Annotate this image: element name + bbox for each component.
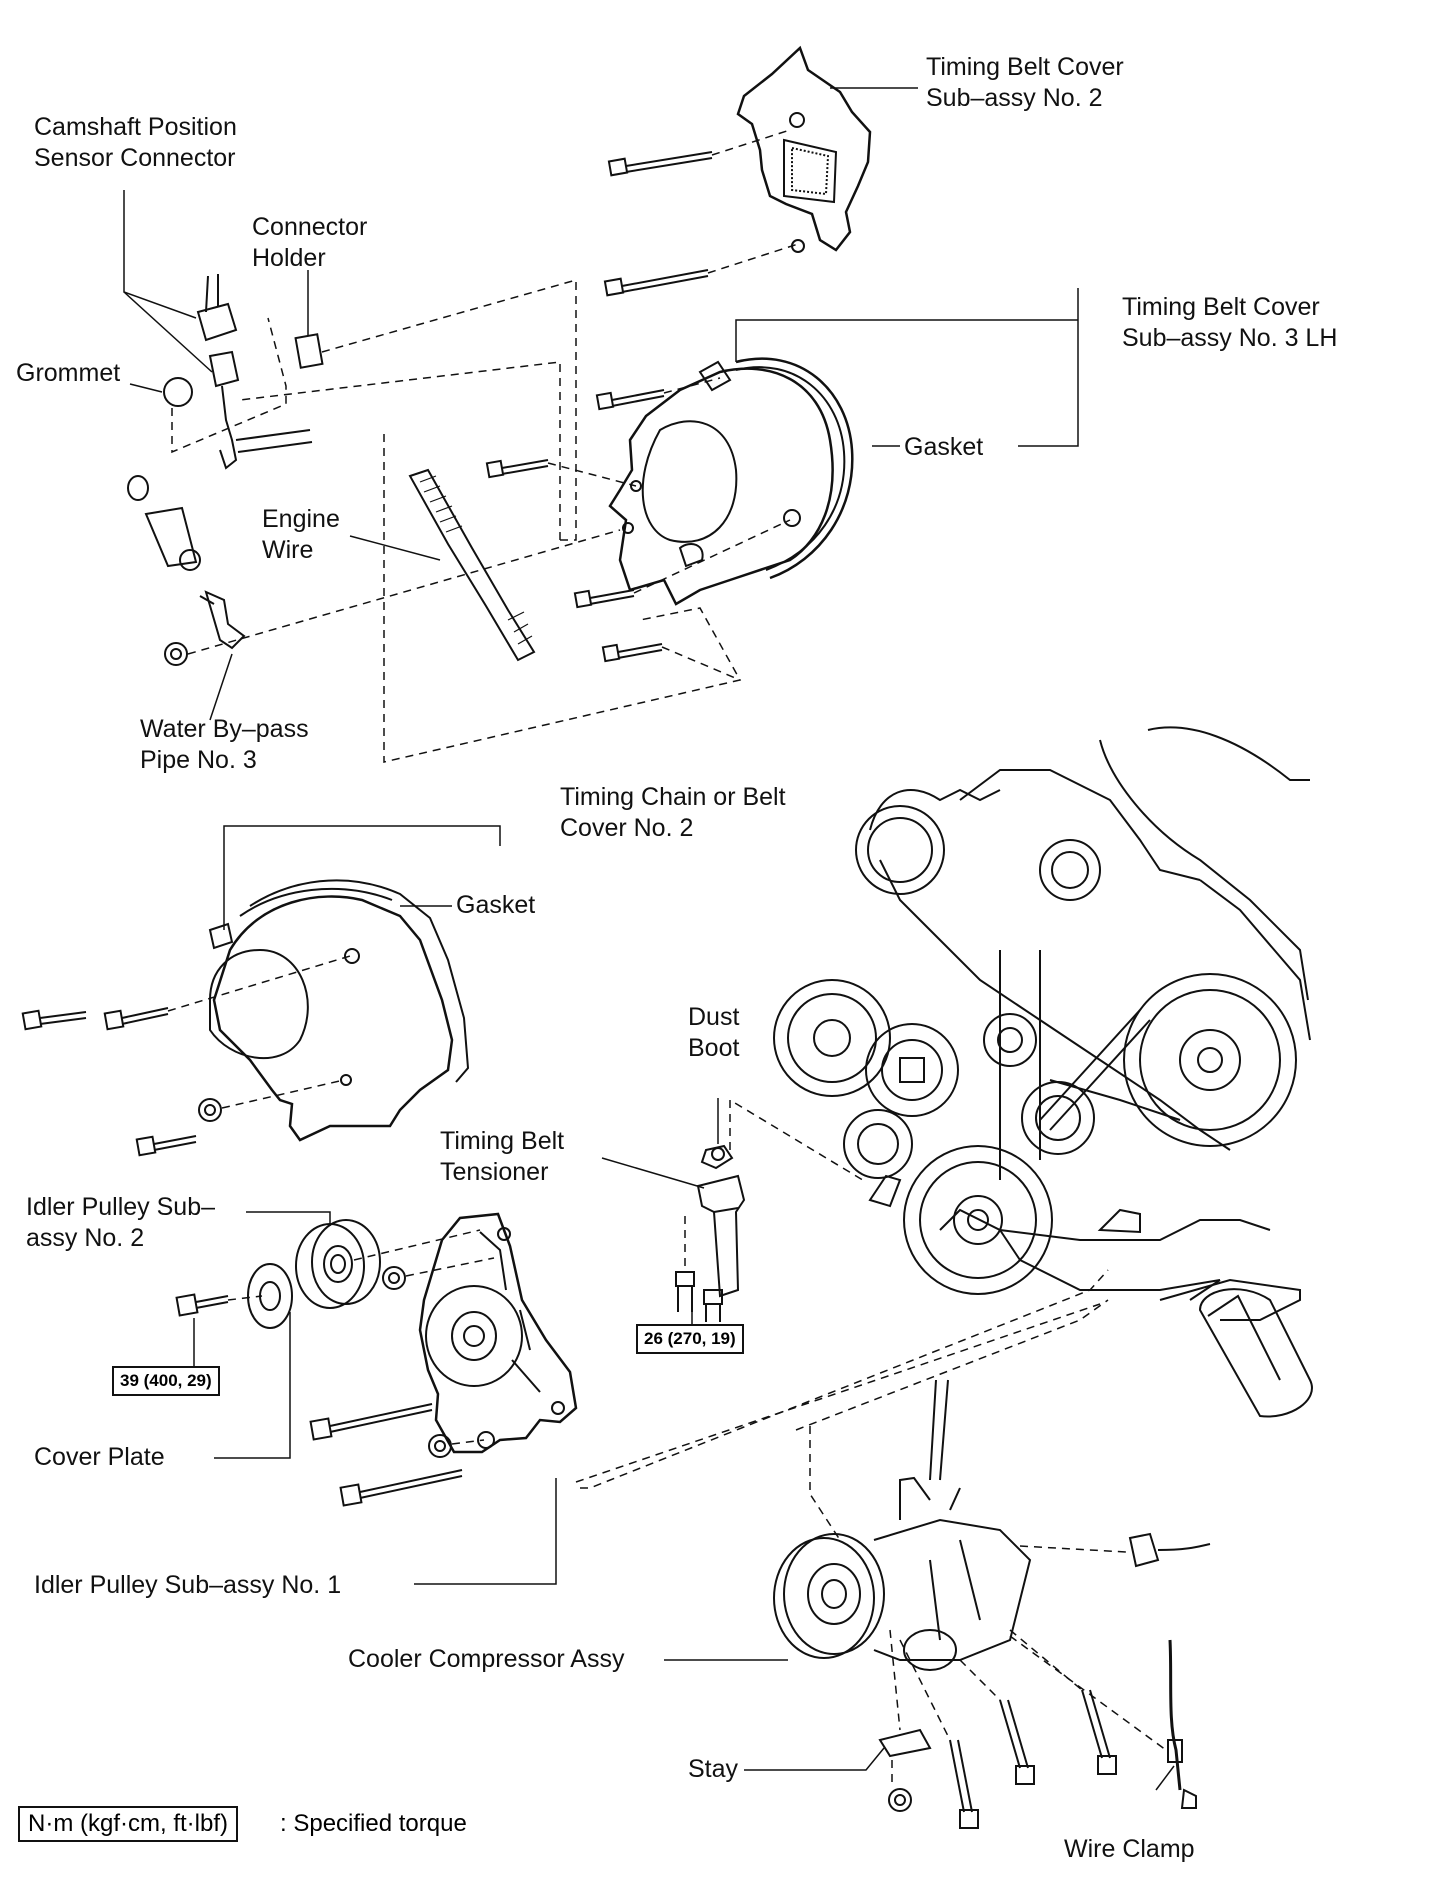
label-gasket-middle: Gasket <box>456 891 536 919</box>
label-wire-clamp: Wire Clamp <box>1064 1835 1195 1863</box>
label-idler-pulley-no2: Idler Pulley Sub– assy No. 2 <box>26 1193 216 1252</box>
legend-torque-description: : Specified torque <box>280 1810 467 1837</box>
wire-clamp <box>1168 1640 1196 1808</box>
timing-belt-cover-no2 <box>738 48 870 252</box>
tensioner-bolt-1 <box>676 1216 694 1312</box>
bolt-cover3-1 <box>597 378 720 409</box>
engine-block <box>774 727 1312 1416</box>
nut-pipe <box>165 643 187 665</box>
bolt-idler <box>177 1295 262 1316</box>
compressor-bolt-1 <box>900 1640 978 1828</box>
label-cooler-compressor-assy: Cooler Compressor Assy <box>348 1645 625 1673</box>
label-water-bypass-pipe: Water By–pass Pipe No. 3 <box>140 715 309 774</box>
engine-wire <box>410 470 534 660</box>
idler-pulley-no1-bracket <box>420 1214 576 1452</box>
compressor-connector <box>1130 1534 1210 1566</box>
timing-belt-cover-middle <box>210 880 468 1140</box>
label-camshaft-position-sensor-connector: Camshaft Position Sensor Connector <box>34 113 237 172</box>
camshaft-sensor-connector <box>198 274 312 468</box>
label-grommet: Grommet <box>16 359 121 387</box>
label-stay: Stay <box>688 1755 739 1783</box>
timing-belt-tensioner <box>698 1176 744 1296</box>
bolt-bracket-long-1 <box>311 1404 432 1439</box>
nut-bracket <box>429 1435 484 1457</box>
bolt-bracket-long-2 <box>341 1470 462 1505</box>
bolt-cover3-3 <box>575 520 790 607</box>
label-timing-belt-cover-no3-lh: Timing Belt Cover Sub–assy No. 3 LH <box>1122 293 1338 352</box>
bolt-cover2-upper <box>609 130 790 175</box>
legend-torque-unit-box: N·m (kgf·cm, ft·lbf) <box>18 1806 238 1842</box>
nut-mid <box>199 1080 344 1121</box>
bolt-cover3-4 <box>603 644 740 680</box>
cooler-compressor <box>774 1380 1030 1670</box>
stay-nut <box>889 1789 911 1811</box>
label-dust-boot: Dust Boot <box>688 1003 740 1062</box>
label-timing-belt-cover-no2: Timing Belt Cover Sub–assy No. 2 <box>926 53 1124 112</box>
tensioner-bolt-2 <box>704 1290 722 1322</box>
bolt-mid-1 <box>23 1011 86 1030</box>
cover-plate <box>248 1264 292 1328</box>
bolt-mid-2 <box>105 956 350 1029</box>
bypass-hose <box>146 508 196 566</box>
idler-pulley-no2 <box>296 1220 380 1308</box>
label-engine-wire: Engine Wire <box>262 505 340 564</box>
bolt-mid-3 <box>137 1136 196 1155</box>
dust-boot <box>702 1146 732 1168</box>
water-bypass-pipe <box>200 592 244 648</box>
hose-clamp-lower <box>180 550 200 570</box>
timing-belt-cover-no3 <box>610 359 852 604</box>
compressor-bolt-2 <box>960 1660 1034 1784</box>
connector-holder <box>296 334 323 367</box>
grommet <box>164 378 192 406</box>
hose-clamp-upper <box>128 476 148 500</box>
label-idler-pulley-no1: Idler Pulley Sub–assy No. 1 <box>34 1571 342 1599</box>
bolt-cover3-2 <box>487 460 636 486</box>
bolt-cover2-lower <box>605 244 798 295</box>
nut-idler <box>383 1267 405 1289</box>
label-timing-chain-or-belt-cover: Timing Chain or Belt Cover No. 2 <box>560 783 786 842</box>
torque-idler-bolt: 39 (400, 29) <box>112 1366 220 1396</box>
torque-tensioner-bolts: 26 (270, 19) <box>636 1324 744 1354</box>
label-cover-plate: Cover Plate <box>34 1443 165 1471</box>
stay <box>880 1730 930 1756</box>
label-timing-belt-tensioner: Timing Belt Tensioner <box>440 1127 565 1186</box>
label-connector-holder: Connector Holder <box>252 213 368 272</box>
compressor-bolt-3 <box>1010 1630 1116 1774</box>
label-gasket-upper: Gasket <box>904 433 984 461</box>
